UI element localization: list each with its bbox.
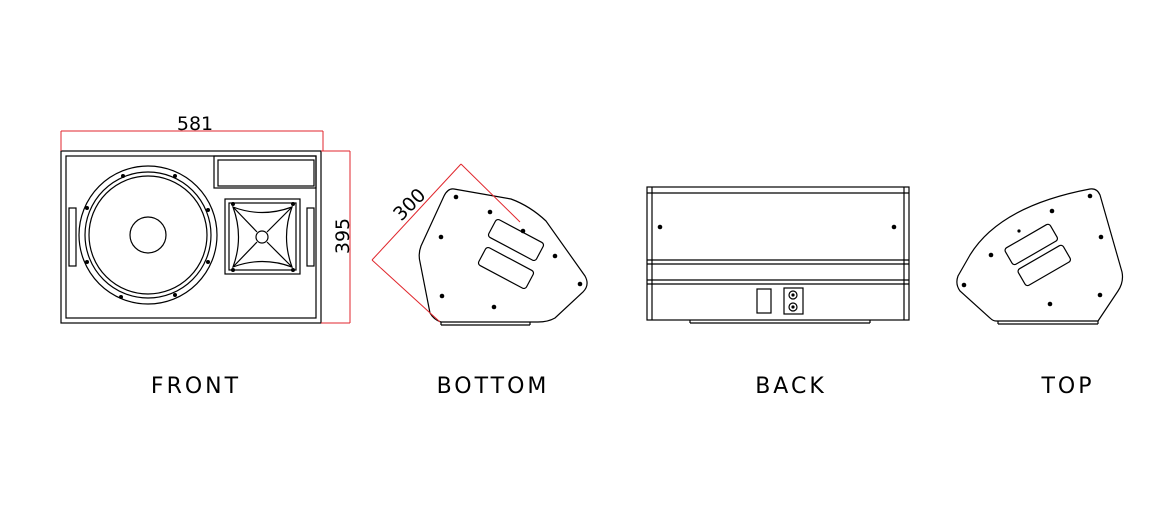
back-view: [646, 186, 910, 324]
bottom-view-label: BOTTOM: [437, 374, 550, 399]
connector-icon: [783, 287, 804, 315]
horn-icon: [224, 198, 301, 275]
top-view: [956, 188, 1124, 325]
height-dimension: 395: [321, 150, 354, 324]
top-view-label: TOP: [1040, 374, 1094, 399]
front-view: 581 395: [60, 113, 354, 324]
front-view-label: FRONT: [151, 374, 241, 399]
handle-icon: [756, 288, 772, 314]
width-dimension: 581: [60, 113, 324, 151]
height-dimension-label: 395: [332, 218, 354, 254]
bottom-view: 300: [371, 163, 588, 326]
width-dimension-label: 581: [177, 113, 213, 135]
woofer-icon: [78, 165, 218, 305]
back-view-label: BACK: [755, 374, 827, 399]
depth-dimension-label: 300: [389, 184, 430, 225]
